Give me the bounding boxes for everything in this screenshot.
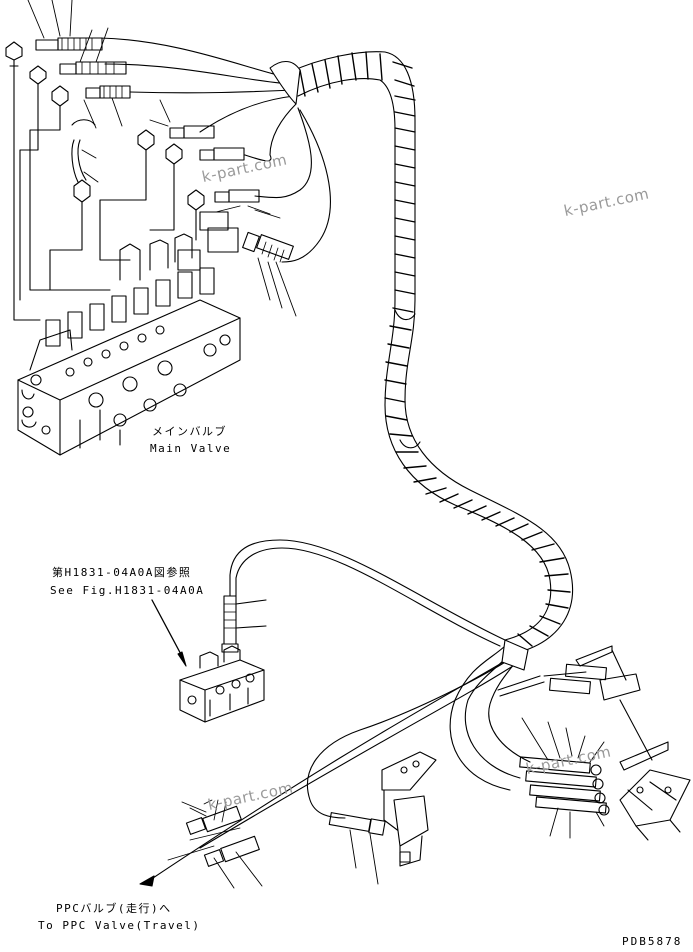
drawing-code: PDB5878 — [622, 935, 683, 948]
ppc-valve-block — [179, 595, 265, 723]
lower-leaders — [181, 671, 605, 889]
lower-hoses — [139, 639, 545, 887]
lower-fittings — [167, 663, 610, 867]
main-valve-label-en: Main Valve — [150, 442, 232, 455]
ppc-valve-label-en: To PPC Valve(Travel) — [38, 919, 201, 932]
travel-pedal — [381, 751, 437, 867]
elbow-fittings — [5, 41, 205, 215]
see-fig-label-jp: 第H1831-04A0A図参照 — [52, 566, 192, 579]
main-valve-label-jp: メインバルブ — [152, 425, 227, 438]
ppc-valve-label-jp: PPCバルブ(走行)へ — [56, 902, 172, 915]
hose-bundle — [289, 51, 574, 653]
upper-hoses — [99, 37, 331, 263]
main-valve — [17, 211, 241, 456]
leader-lines — [27, 0, 297, 317]
ppc-hoses — [151, 539, 506, 667]
see-fig-label-en: See Fig.H1831-04A0A — [50, 584, 205, 597]
upper-fittings — [35, 37, 294, 263]
main-valve-pipes — [13, 71, 197, 321]
right-brackets — [575, 645, 691, 841]
